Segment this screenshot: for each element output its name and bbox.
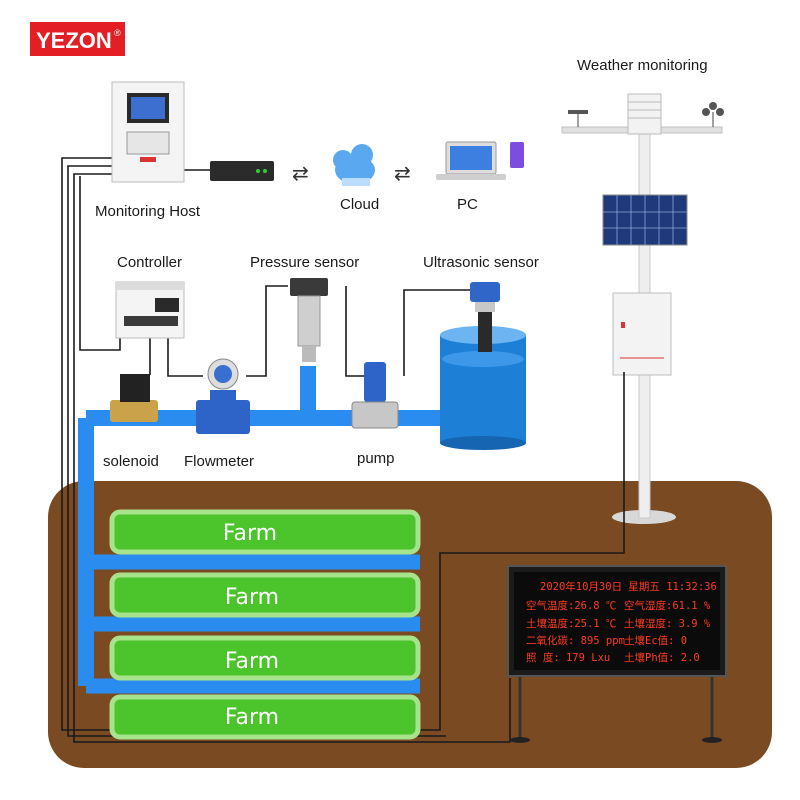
label-ultrasonic-sensor: Ultrasonic sensor bbox=[423, 254, 539, 271]
led-date-line: 2020年10月30日 星期五 11:32:36 bbox=[540, 580, 717, 593]
led-row-1-right: 空气湿度:61.1 % bbox=[624, 599, 711, 612]
led-row-4-right: 土壤Ph值: 2.0 bbox=[624, 651, 700, 664]
farm-label-4: Farm bbox=[225, 705, 279, 730]
flowmeter-icon bbox=[196, 358, 250, 434]
label-monitoring-host: Monitoring Host bbox=[95, 203, 201, 220]
label-pressure-sensor: Pressure sensor bbox=[250, 254, 359, 271]
label-weather-monitoring: Weather monitoring bbox=[577, 57, 708, 74]
arrow-cloud-pc: ⇄ bbox=[394, 161, 411, 185]
led-row-3-left: 二氧化碳: 895 ppm bbox=[526, 634, 625, 647]
farm-plot-3 bbox=[109, 635, 421, 681]
label-pump: pump bbox=[357, 450, 395, 467]
farm-plot-1 bbox=[109, 509, 421, 555]
led-display-board: 2020年10月30日 星期五 11:32:36 空气温度:26.8 ℃ 空气湿… bbox=[507, 565, 727, 743]
network-gateway-icon bbox=[210, 161, 274, 181]
led-row-2-left: 土壤温度:25.1 ℃ bbox=[526, 617, 617, 630]
cloud-icon bbox=[333, 144, 375, 186]
solar-panel-icon bbox=[602, 194, 688, 246]
label-solenoid: solenoid bbox=[103, 453, 159, 470]
farm-label-1: Farm bbox=[223, 521, 277, 546]
logo-registered: ® bbox=[114, 28, 121, 38]
farm-plots: Farm Farm Farm Farm bbox=[109, 509, 421, 740]
solenoid-valve-icon bbox=[110, 374, 158, 422]
pump-icon bbox=[351, 362, 399, 429]
farm-label-3: Farm bbox=[225, 649, 279, 674]
logo-text: YEZON bbox=[36, 28, 112, 53]
led-row-3-right: 土壤Ec值: 0 bbox=[624, 634, 687, 647]
farm-label-2: Farm bbox=[225, 585, 279, 610]
label-cloud: Cloud bbox=[340, 196, 379, 213]
controller-icon bbox=[115, 281, 185, 339]
weather-station bbox=[561, 93, 724, 524]
farm-plot-4 bbox=[109, 694, 421, 740]
weather-control-box bbox=[612, 292, 672, 376]
label-flowmeter: Flowmeter bbox=[184, 453, 254, 470]
led-row-1-left: 空气温度:26.8 ℃ bbox=[526, 599, 617, 612]
pc-icon bbox=[436, 141, 524, 180]
farm-plot-2 bbox=[109, 572, 421, 618]
ultrasonic-sensor-icon bbox=[470, 282, 500, 352]
pressure-sensor-icon bbox=[290, 278, 328, 362]
led-row-2-right: 土壤湿度: 3.9 % bbox=[624, 617, 711, 630]
label-controller: Controller bbox=[117, 254, 182, 271]
led-row-4-left: 照 度: 179 Lxu bbox=[526, 651, 610, 664]
water-tank bbox=[440, 326, 526, 450]
wind-vane-icon bbox=[568, 110, 588, 127]
anemometer-icon bbox=[702, 102, 724, 127]
monitoring-host-icon bbox=[111, 81, 185, 183]
label-pc: PC bbox=[457, 196, 478, 213]
arrow-gateway-cloud: ⇄ bbox=[292, 161, 309, 185]
yezon-logo: YEZON ® bbox=[30, 22, 125, 56]
